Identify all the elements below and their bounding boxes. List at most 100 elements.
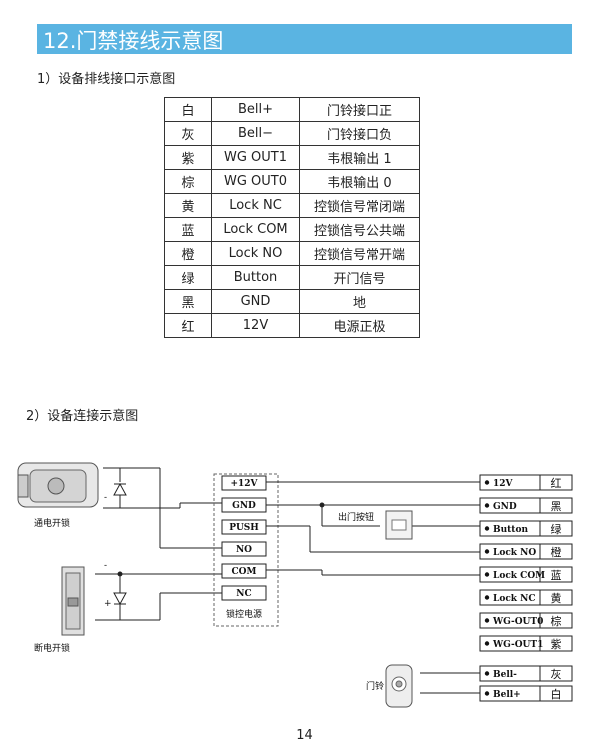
svg-text:黑: 黑 (551, 500, 562, 513)
svg-text:紫: 紫 (551, 638, 562, 651)
electric-strike-icon (61, 566, 85, 636)
signal-cell: GND (211, 289, 300, 314)
wire-color-cell: 黑 (164, 289, 212, 314)
connection-diagram: +12V GND PUSH NO COM NC 12V 红 GND 黑 Button 绿 Lock N… (17, 462, 573, 708)
svg-text:白: 白 (551, 687, 562, 701)
svg-text:GND: GND (232, 501, 256, 511)
svg-text:Bell+: Bell+ (493, 690, 521, 700)
wire-color-cell: 紫 (164, 145, 212, 170)
power-label: 锁控电源 (226, 608, 262, 620)
section-header: 12.门禁接线示意图 (37, 24, 572, 54)
wire-color-cell: 白 (164, 97, 212, 122)
svg-text:Lock COM: Lock COM (493, 571, 545, 581)
description-cell: 控锁信号常闭端 (299, 193, 420, 218)
wire-color-cell: 黄 (164, 193, 212, 218)
svg-text:Bell-: Bell- (493, 670, 517, 680)
wire-color-cell: 橙 (164, 241, 212, 266)
signal-cell: Button (211, 265, 300, 290)
svg-text:Lock NC: Lock NC (493, 594, 536, 604)
wire-color-cell: 棕 (164, 169, 212, 194)
power-terminal: +12V (221, 475, 267, 491)
svg-text:绿: 绿 (551, 522, 562, 536)
svg-text:红: 红 (551, 477, 562, 490)
signal-cell: WG OUT0 (211, 169, 300, 194)
power-terminal: PUSH (221, 519, 267, 535)
description-cell: 门铃接口正 (299, 97, 420, 122)
description-cell: 韦根输出 1 (299, 145, 420, 170)
wire-color-cell: 红 (164, 313, 212, 338)
bell-label: 门铃 (366, 680, 384, 692)
electric-lock-icon (17, 462, 99, 508)
description-cell: 门铃接口负 (299, 121, 420, 146)
exit-button-icon (385, 510, 413, 540)
subsection-title-1: 1）设备排线接口示意图 (37, 72, 176, 87)
signal-cell: WG OUT1 (211, 145, 300, 170)
svg-text:Lock NO: Lock NO (493, 548, 536, 558)
svg-text:+12V: +12V (230, 479, 258, 489)
svg-text:NO: NO (236, 545, 252, 555)
description-cell: 控锁信号公共端 (299, 217, 420, 242)
signal-cell: Lock NC (211, 193, 300, 218)
svg-text:灰: 灰 (551, 667, 562, 681)
plus-label: + (104, 599, 112, 609)
description-cell: 控锁信号常开端 (299, 241, 420, 266)
device-terminal: 12V 红 (479, 474, 573, 491)
power-terminal: NC (221, 585, 267, 601)
device-terminal: WG-OUT0 棕 (479, 612, 573, 629)
minus-label-2: - (104, 493, 107, 503)
device-terminal: WG-OUT1 紫 (479, 635, 573, 652)
power-terminal: NO (221, 541, 267, 557)
svg-text:Button: Button (493, 525, 528, 535)
device-terminal: Button 绿 (479, 520, 573, 537)
description-cell: 韦根输出 0 (299, 169, 420, 194)
wire-color-cell: 绿 (164, 265, 212, 290)
svg-text:COM: COM (232, 567, 257, 577)
power-terminal: GND (221, 497, 267, 513)
wire-color-cell: 蓝 (164, 217, 212, 242)
description-cell: 地 (299, 289, 420, 314)
svg-text:GND: GND (493, 502, 517, 512)
svg-text:橙: 橙 (551, 545, 562, 559)
subsection-title-2: 2）设备连接示意图 (26, 409, 139, 424)
wire-color-cell: 灰 (164, 121, 212, 146)
signal-cell: Bell+ (211, 97, 300, 122)
signal-cell: Lock NO (211, 241, 300, 266)
description-cell: 开门信号 (299, 265, 420, 290)
lock2-label: 断电开锁 (34, 642, 70, 654)
device-terminal: Bell- 灰 (479, 665, 573, 682)
minus-label: - (104, 561, 107, 571)
svg-text:PUSH: PUSH (229, 523, 259, 533)
power-terminal: COM (221, 563, 267, 579)
svg-text:NC: NC (236, 589, 251, 599)
description-cell: 电源正极 (299, 313, 420, 338)
signal-cell: 12V (211, 313, 300, 338)
device-terminal: Lock NC 黄 (479, 589, 573, 606)
exit-button-label: 出门按钮 (338, 511, 374, 523)
signal-cell: Lock COM (211, 217, 300, 242)
device-terminal: Bell+ 白 (479, 685, 573, 702)
doorbell-icon (385, 664, 413, 708)
lock1-label: 通电开锁 (34, 517, 70, 529)
svg-text:蓝: 蓝 (551, 569, 562, 582)
svg-text:12V: 12V (493, 479, 514, 489)
svg-text:WG-OUT0: WG-OUT0 (492, 617, 543, 627)
device-terminal: Lock COM 蓝 (479, 566, 573, 583)
signal-cell: Bell− (211, 121, 300, 146)
device-terminal: Lock NO 橙 (479, 543, 573, 560)
svg-text:黄: 黄 (551, 591, 562, 605)
svg-text:WG-OUT1: WG-OUT1 (492, 640, 543, 650)
page-number: 14 (296, 728, 313, 743)
svg-text:棕: 棕 (551, 614, 562, 628)
section-title: 12.门禁接线示意图 (43, 29, 224, 53)
